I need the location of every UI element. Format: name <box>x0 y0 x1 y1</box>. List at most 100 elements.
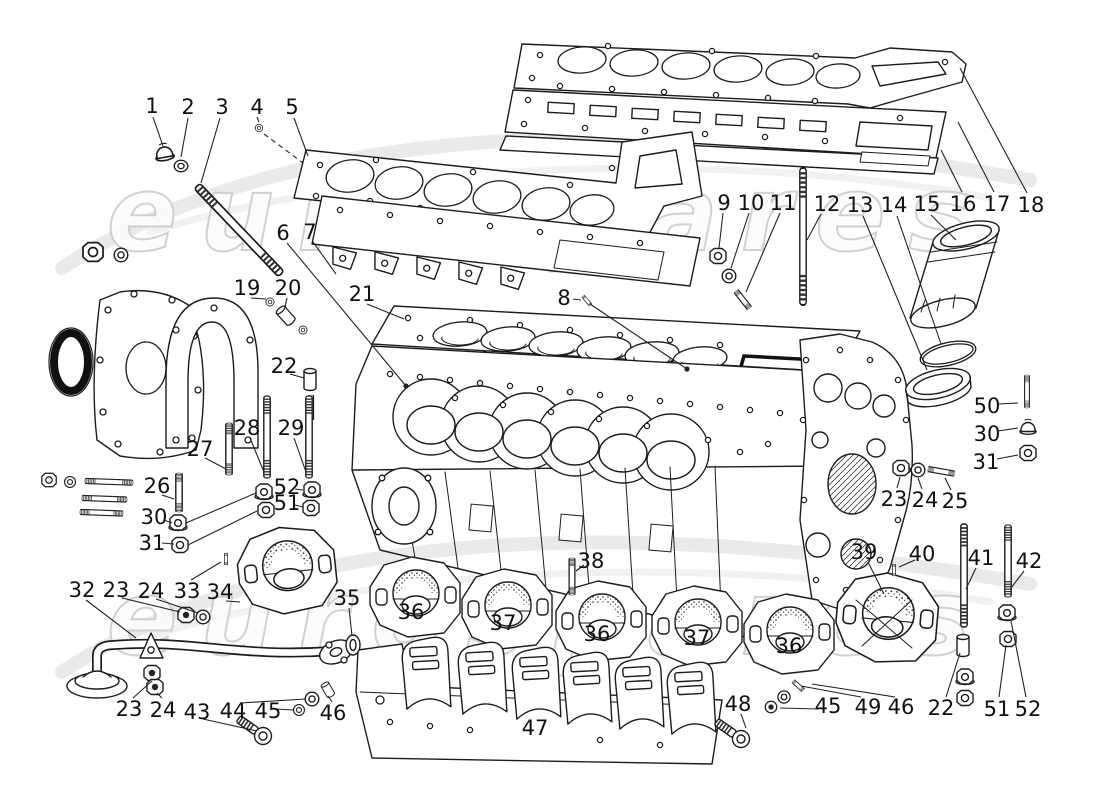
leader-line <box>965 567 977 590</box>
leader-line <box>996 454 1019 460</box>
leader-line <box>256 116 260 123</box>
leader-line <box>180 117 189 158</box>
part-number-29: 29 <box>278 416 305 440</box>
part-number-6: 6 <box>276 221 289 245</box>
part-number-51: 51 <box>274 491 301 515</box>
cylinder-arches <box>392 378 710 491</box>
part-number-52: 52 <box>1015 697 1042 721</box>
part-number-10: 10 <box>738 191 765 215</box>
leader-line <box>959 67 1028 194</box>
part-number-39: 39 <box>851 540 878 564</box>
leader-line <box>132 680 153 699</box>
leader-line <box>957 121 995 193</box>
leader-line <box>589 303 688 370</box>
part-number-20: 20 <box>275 276 302 300</box>
part-number-15: 15 <box>914 192 941 216</box>
leader-line <box>811 683 896 698</box>
part-number-34: 34 <box>207 580 234 604</box>
part-number-28: 28 <box>234 416 261 440</box>
cylinder-liner <box>909 220 1000 329</box>
part-number-22: 22 <box>271 354 298 378</box>
leader-line <box>294 504 304 508</box>
leader-line <box>945 652 961 698</box>
part-number-36: 36 <box>776 634 803 658</box>
part-number-14: 14 <box>881 193 908 217</box>
leader-line <box>161 494 175 500</box>
part-number-40: 40 <box>909 542 936 566</box>
gasket-bolt-holes <box>528 42 949 105</box>
part-number-31: 31 <box>139 531 166 555</box>
leader-line <box>997 402 1019 405</box>
leader-line <box>161 542 175 545</box>
gasket-tabs <box>332 246 526 290</box>
oil-pickup-pipe <box>66 632 353 699</box>
leader-line <box>275 708 294 711</box>
o-ring-35 <box>345 634 361 656</box>
leader-line <box>249 437 265 473</box>
leader-line <box>85 599 137 639</box>
part-number-9: 9 <box>717 191 730 215</box>
part-number-19: 19 <box>234 276 261 300</box>
leader-line <box>284 297 288 308</box>
part-number-46: 46 <box>888 695 915 719</box>
bearing-cap-rear <box>831 568 942 668</box>
part-number-3: 3 <box>215 95 228 119</box>
part-number-27: 27 <box>187 437 214 461</box>
part-number-24: 24 <box>150 698 177 722</box>
leader-line <box>898 559 916 568</box>
part-number-30: 30 <box>974 422 1001 446</box>
part-number-8: 8 <box>557 286 570 310</box>
head-gasket-left <box>293 131 703 237</box>
part-number-45: 45 <box>815 694 842 718</box>
leader-line <box>1010 570 1025 589</box>
leader-line <box>250 297 267 300</box>
part-number-24: 24 <box>138 579 165 603</box>
part-number-37: 37 <box>490 611 517 635</box>
leader-line <box>163 519 173 524</box>
leader-line <box>155 598 199 614</box>
part-number-23: 23 <box>881 487 908 511</box>
part-number-26: 26 <box>144 474 171 498</box>
leader-line <box>286 242 407 387</box>
oil-seal <box>48 327 94 397</box>
leader-line <box>997 427 1019 432</box>
leader-line <box>806 213 822 241</box>
part-number-4: 4 <box>250 95 263 119</box>
leader-line <box>917 477 923 490</box>
part-number-49: 49 <box>855 695 882 719</box>
leader-line <box>930 214 957 241</box>
part-number-31: 31 <box>973 450 1000 474</box>
part-number-25: 25 <box>942 489 969 513</box>
part-number-18: 18 <box>1018 193 1045 217</box>
front-boss <box>371 467 437 545</box>
part-number-30: 30 <box>141 505 168 529</box>
leader-line <box>187 510 258 546</box>
part-number-16: 16 <box>950 192 977 216</box>
part-number-5: 5 <box>285 95 298 119</box>
part-number-32: 32 <box>69 578 96 602</box>
part-number-44: 44 <box>220 699 247 723</box>
part-number-37: 37 <box>684 626 711 650</box>
leader-line <box>204 457 227 470</box>
part-number-12: 12 <box>814 192 841 216</box>
part-number-48: 48 <box>725 692 752 716</box>
liner-o-ring <box>919 340 977 368</box>
leader-line <box>867 561 885 595</box>
part-number-33: 33 <box>174 579 201 603</box>
part-number-42: 42 <box>1016 549 1043 573</box>
part-number-24: 24 <box>912 488 939 512</box>
leader-line <box>225 600 241 603</box>
leader-line <box>740 713 747 729</box>
leader-line <box>896 476 901 489</box>
part-number-35: 35 <box>334 586 361 610</box>
leader-line <box>572 298 582 301</box>
frame-gasket <box>499 135 939 175</box>
liner-seat-ring <box>904 367 972 408</box>
leader-line <box>202 718 258 732</box>
leader-line <box>779 707 819 710</box>
leader-line <box>1010 620 1027 698</box>
leader-line <box>152 116 164 147</box>
leader-line <box>800 685 862 698</box>
part-number-46: 46 <box>320 701 347 725</box>
leader-line <box>896 215 942 345</box>
